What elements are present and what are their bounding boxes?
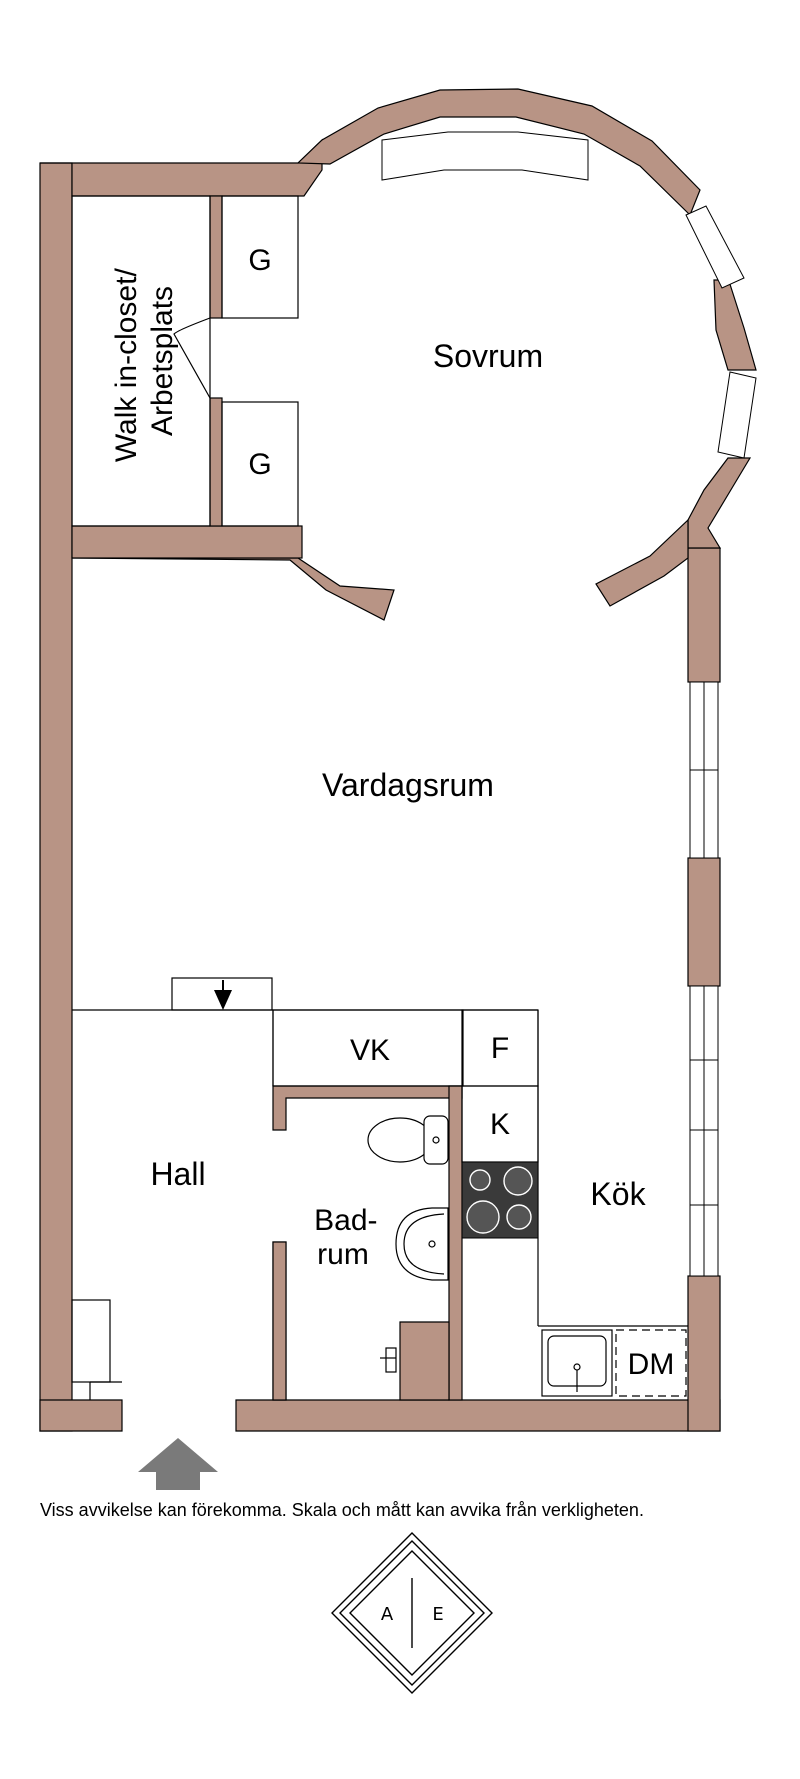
closet-area bbox=[71, 195, 299, 527]
window-bedroom-top bbox=[381, 131, 589, 181]
wall-bathroom-right bbox=[448, 1085, 463, 1401]
wall-top-left bbox=[40, 138, 323, 197]
wall-bedroom-arc-right2 bbox=[687, 457, 752, 549]
toilet-icon bbox=[367, 1115, 449, 1165]
window-bedroom-right-1 bbox=[685, 205, 745, 289]
burner-3 bbox=[466, 1200, 500, 1234]
walls bbox=[39, 88, 757, 1432]
wall-right-upper bbox=[687, 547, 721, 683]
wall-closet-divider-bottom bbox=[209, 397, 223, 527]
disclaimer-text: Viss avvikelse kan förekomma. Skala och … bbox=[40, 1500, 644, 1520]
label-walk-in-closet-line2: Arbetsplats bbox=[146, 286, 179, 436]
wall-left bbox=[39, 162, 73, 1432]
shower-tap-icon bbox=[380, 1347, 397, 1373]
label-bathroom-line2: rum bbox=[317, 1238, 369, 1271]
label-laundry: VK bbox=[350, 1034, 390, 1067]
label-bedroom: Sovrum bbox=[433, 338, 543, 374]
logo-letter-a: A bbox=[381, 1604, 394, 1625]
label-living-room: Vardagsrum bbox=[322, 767, 494, 803]
label-walk-in-closet: Walk in-closet/ Arbetsplats bbox=[110, 260, 179, 462]
logo-letter-e: E bbox=[432, 1604, 443, 1625]
label-fridge: F bbox=[491, 1032, 509, 1065]
label-hall: Hall bbox=[150, 1156, 205, 1192]
sink-drain bbox=[573, 1363, 581, 1371]
label-kitchen: Kök bbox=[590, 1176, 646, 1212]
bedroom-windows bbox=[381, 131, 757, 459]
wall-right-mid bbox=[687, 857, 721, 987]
stove-icon bbox=[461, 1161, 539, 1239]
label-freezer: K bbox=[490, 1108, 510, 1141]
burner-1 bbox=[469, 1169, 491, 1191]
burner-4 bbox=[506, 1204, 532, 1230]
wall-bedroom-arc-right bbox=[713, 277, 757, 371]
entrance-arrow-icon bbox=[138, 1438, 218, 1490]
wall-closet-divider-top bbox=[209, 195, 223, 319]
wall-bedroom-base bbox=[71, 525, 303, 559]
logo bbox=[331, 1532, 493, 1694]
washbasin-inner bbox=[403, 1213, 445, 1275]
logo-diamond-outer bbox=[331, 1532, 493, 1694]
living-windows bbox=[689, 681, 719, 1277]
wall-right-lower bbox=[687, 1275, 721, 1432]
wall-bedroom-arc-right3 bbox=[595, 518, 689, 607]
hall-shelf bbox=[71, 1299, 111, 1383]
wall-bathroom-shower bbox=[399, 1321, 450, 1401]
wardrobe-bottom-box bbox=[221, 401, 299, 527]
wall-hall-right bbox=[272, 1241, 287, 1401]
shower-tap-body bbox=[385, 1347, 397, 1373]
wall-bedroom-arc bbox=[296, 88, 701, 217]
hall-cabinet-top bbox=[171, 977, 273, 1011]
label-wardrobe-bottom: G bbox=[248, 448, 271, 481]
arrow-down-icon bbox=[214, 990, 232, 1010]
logo-diamond-inner bbox=[349, 1550, 475, 1676]
dishwasher-box bbox=[615, 1329, 687, 1397]
closet-door-swing bbox=[173, 317, 211, 399]
toilet-bowl bbox=[367, 1117, 433, 1163]
label-bathroom-line1: Bad- bbox=[314, 1204, 377, 1237]
wardrobe-top-box bbox=[221, 195, 299, 319]
label-bathroom: Bad- rum bbox=[314, 1204, 386, 1271]
washbasin-icon bbox=[395, 1207, 449, 1281]
sink-icon bbox=[541, 1329, 613, 1397]
wall-bottom-right bbox=[235, 1399, 721, 1432]
label-wardrobe-top: G bbox=[248, 244, 271, 277]
interior-lines bbox=[71, 977, 688, 1400]
wall-bedroom-diag-left bbox=[71, 557, 395, 621]
walk-in-closet-box bbox=[71, 195, 211, 527]
label-dishwasher: DM bbox=[628, 1348, 675, 1381]
washbasin-drain bbox=[428, 1240, 436, 1248]
burner-2 bbox=[503, 1166, 533, 1196]
wall-bottom bbox=[39, 1399, 123, 1432]
label-walk-in-closet-line1: Walk in-closet/ bbox=[110, 268, 143, 463]
logo-diamond-mid bbox=[339, 1540, 485, 1686]
window-bedroom-right-2 bbox=[717, 371, 757, 459]
toilet-button bbox=[432, 1136, 440, 1144]
